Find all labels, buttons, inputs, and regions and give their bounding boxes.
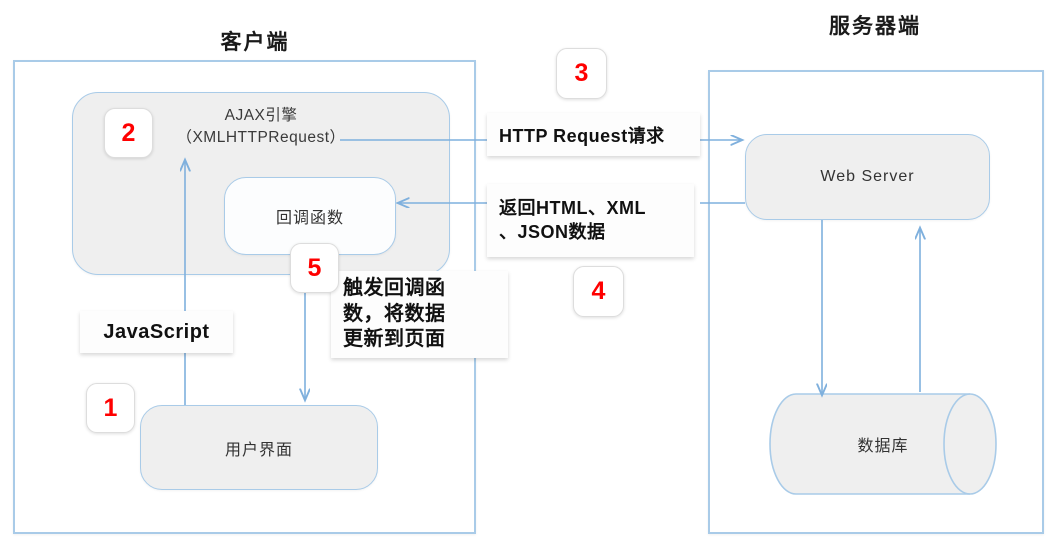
update-page-callout: 触发回调函 数，将数据 更新到页面: [331, 271, 508, 358]
database-cylinder[interactable]: 数据库: [768, 392, 998, 496]
callback-function-box[interactable]: 回调函数: [224, 177, 396, 255]
callback-function-label: 回调函数: [275, 210, 344, 227]
badge-3-label: 3: [574, 59, 589, 87]
user-interface-label: 用户界面: [224, 441, 293, 459]
ajax-engine-label-line2: （XMLHTTPRequest）: [176, 129, 346, 147]
server-title: 服务器端: [829, 15, 921, 38]
badge-4-label: 4: [591, 277, 606, 305]
http-response-label: 返回HTML、XML 、JSON数据: [499, 198, 646, 242]
database-shape: [769, 393, 997, 495]
badge-4: 4: [573, 266, 624, 317]
badge-1-label: 1: [103, 393, 118, 422]
update-page-label: 触发回调函 数，将数据 更新到页面: [343, 277, 446, 351]
badge-5: 5: [290, 243, 339, 293]
http-request-callout: HTTP Request请求: [487, 113, 700, 156]
ajax-engine-label: AJAX引擎 （XMLHTTPRequest）: [176, 105, 345, 150]
user-interface-box[interactable]: 用户界面: [140, 405, 378, 490]
javascript-label: JavaScript: [103, 320, 210, 343]
badge-2-label: 2: [121, 118, 136, 147]
badge-1: 1: [86, 383, 135, 433]
javascript-callout: JavaScript: [80, 311, 233, 353]
database-label: 数据库: [857, 438, 909, 455]
ajax-engine-label-line1: AJAX引擎: [224, 107, 298, 124]
badge-3: 3: [556, 48, 607, 99]
web-server-box[interactable]: Web Server: [745, 134, 990, 220]
badge-2: 2: [104, 108, 153, 158]
client-title: 客户端: [220, 31, 290, 54]
web-server-label: Web Server: [820, 168, 915, 185]
http-request-label: HTTP Request请求: [499, 125, 665, 146]
badge-5-label: 5: [307, 253, 322, 282]
http-response-callout: 返回HTML、XML 、JSON数据: [487, 184, 694, 257]
